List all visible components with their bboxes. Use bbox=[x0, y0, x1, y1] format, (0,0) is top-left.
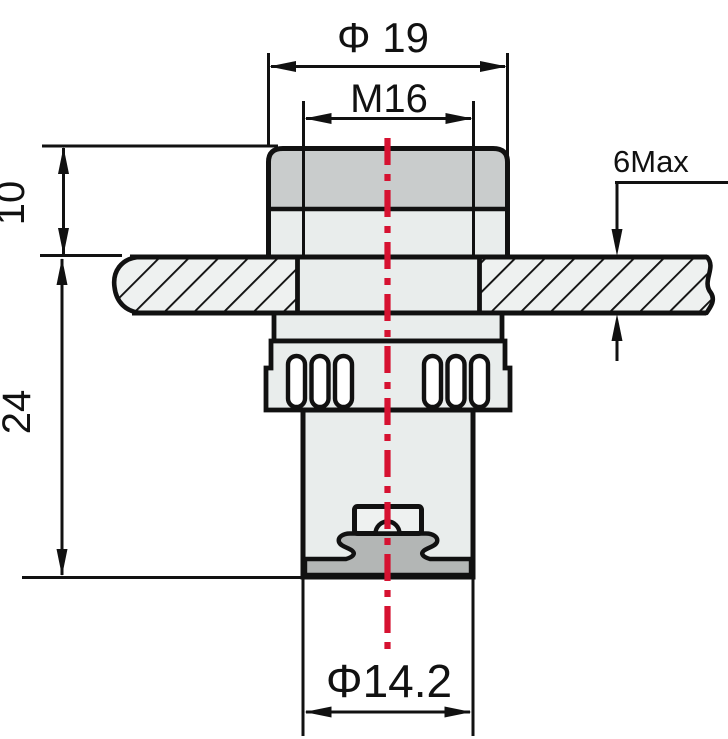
rib-slot bbox=[468, 353, 491, 410]
arrowhead-right bbox=[480, 61, 507, 72]
label-10: 10 bbox=[0, 181, 33, 226]
dimension-10 bbox=[40, 144, 278, 257]
dimension-phi19 bbox=[267, 53, 509, 164]
rib-slot bbox=[285, 353, 308, 410]
arrowhead-left bbox=[304, 706, 332, 718]
dimension-6max bbox=[611, 181, 728, 361]
arrowhead-right bbox=[445, 113, 473, 124]
arrowhead-down bbox=[611, 229, 623, 256]
label-6max: 6Max bbox=[613, 144, 689, 179]
rib-slot bbox=[309, 353, 331, 410]
arrowhead-right bbox=[444, 706, 472, 718]
dimension-labels: Φ 19 M16 6Max 10 24 Φ14.2 bbox=[0, 14, 689, 707]
label-phi14-2: Φ14.2 bbox=[326, 655, 452, 707]
panel-left-piece bbox=[111, 254, 301, 316]
dimension-phi14-2 bbox=[301, 578, 475, 736]
arrowhead-down bbox=[56, 549, 68, 576]
label-phi19: Φ 19 bbox=[337, 14, 429, 61]
arrowhead-up bbox=[56, 258, 68, 285]
panel-right-piece bbox=[476, 254, 716, 316]
arrowhead-up bbox=[58, 147, 69, 174]
rib-slot bbox=[421, 353, 444, 410]
label-m16: M16 bbox=[350, 77, 428, 121]
rib-slot bbox=[332, 353, 355, 410]
component-section-view bbox=[111, 146, 716, 580]
anti-rotation-ribs bbox=[285, 353, 491, 410]
arrowhead-up bbox=[611, 314, 623, 341]
dimension-m16 bbox=[302, 101, 475, 256]
rib-slot bbox=[445, 353, 467, 410]
dimension-annotations bbox=[22, 53, 728, 736]
mounting-panel bbox=[111, 254, 716, 316]
arrowhead-left bbox=[269, 61, 296, 72]
arrowhead-left bbox=[304, 113, 332, 124]
label-24: 24 bbox=[0, 390, 39, 435]
dimension-24 bbox=[22, 258, 303, 579]
arrowhead-down bbox=[58, 228, 69, 255]
